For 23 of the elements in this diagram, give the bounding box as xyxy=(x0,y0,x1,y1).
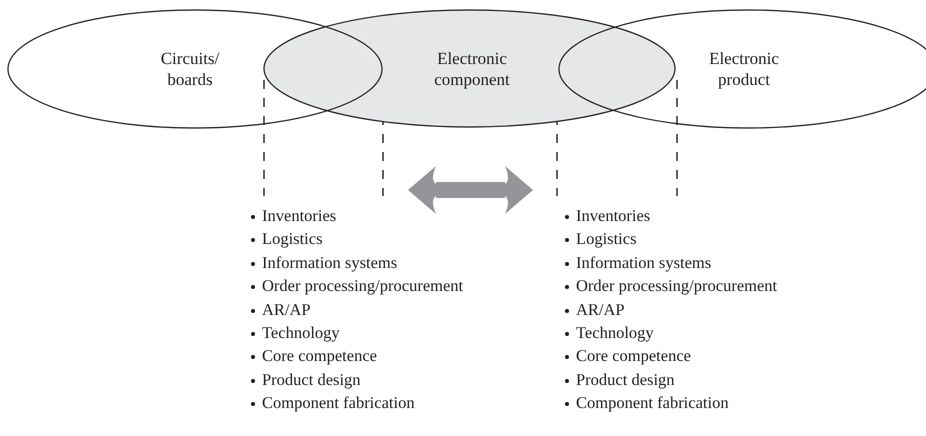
list-item-text: Component fabrication xyxy=(262,393,415,412)
list-item-text: Component fabrication xyxy=(576,393,729,412)
list-item-text: Logistics xyxy=(576,229,636,248)
list-item-text: Technology xyxy=(576,323,654,342)
list-item-text: Logistics xyxy=(262,229,322,248)
ellipse-label: Circuits/ boards xyxy=(160,48,220,90)
list-item-text: AR/AP xyxy=(262,300,311,319)
ellipse-label: Electronic component xyxy=(433,48,511,90)
list-item-text: Core competence xyxy=(262,346,377,366)
list-item-text: Inventories xyxy=(576,206,650,225)
list-item-text: Core competence xyxy=(576,346,691,366)
list-item-text: Information systems xyxy=(262,252,398,272)
list-item-text: Information systems xyxy=(576,252,712,272)
ellipse-node xyxy=(263,9,676,128)
list-item-text: AR/AP xyxy=(576,300,625,319)
list-item-text: Product design xyxy=(262,370,361,389)
ellipse-node xyxy=(7,9,383,129)
list-item-text: Technology xyxy=(262,323,340,342)
list-item-text: Order processing/procurement xyxy=(576,276,778,296)
list-item-text: Inventories xyxy=(262,206,336,225)
ellipse-label: Electronic product xyxy=(708,48,780,90)
list-item-text: Order processing/procurement xyxy=(262,276,464,296)
list-item-text: Product design xyxy=(576,370,675,389)
